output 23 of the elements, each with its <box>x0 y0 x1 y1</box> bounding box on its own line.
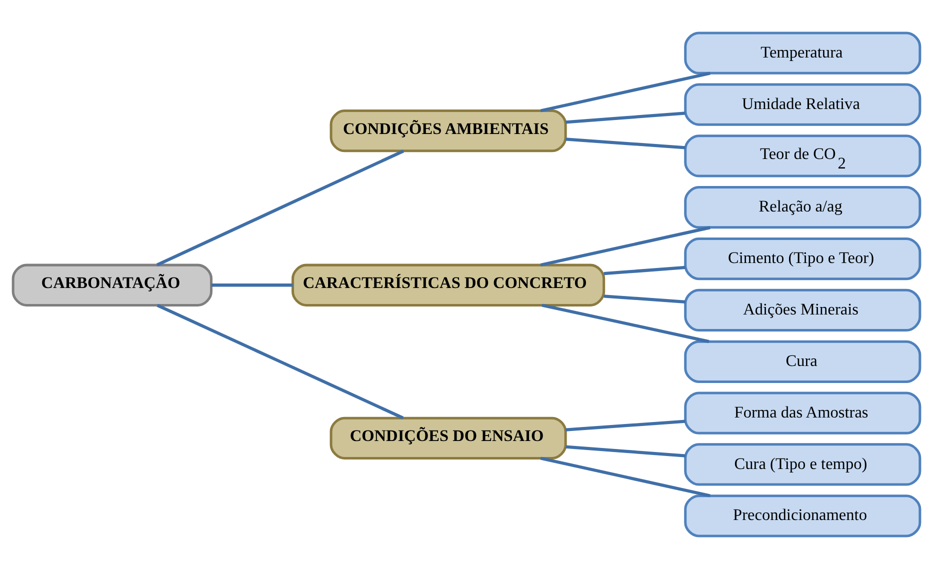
connector <box>542 303 710 343</box>
node-box: Precondicionamento <box>684 494 922 537</box>
node-box: Temperatura <box>684 31 922 74</box>
node-box: Relação a/ag <box>684 186 922 228</box>
connector <box>566 419 686 431</box>
node-box: Umidade Relativa <box>684 82 922 126</box>
connector <box>156 149 404 266</box>
connector <box>566 137 686 149</box>
node-box: CARBONATAÇÃO <box>12 263 212 306</box>
node-box: Cimento (Tipo e Teor) <box>684 236 922 280</box>
connector <box>604 265 686 275</box>
connector <box>604 294 686 303</box>
node-box: CARACTERÍSTICAS DO CONCRETO <box>292 263 606 306</box>
connector <box>211 283 293 286</box>
node-box: Adições Minerais <box>684 288 922 332</box>
connector <box>156 303 404 419</box>
node-box: Cura <box>684 340 922 382</box>
connector <box>566 111 686 124</box>
node-box: CONDIÇÕES AMBIENTAIS <box>330 109 567 152</box>
node-box: Cura (Tipo e tempo) <box>684 442 922 486</box>
node-box: Forma das Amostras <box>684 391 922 434</box>
node-box: CONDIÇÕES DO ENSAIO <box>330 416 567 459</box>
connector <box>566 444 686 457</box>
